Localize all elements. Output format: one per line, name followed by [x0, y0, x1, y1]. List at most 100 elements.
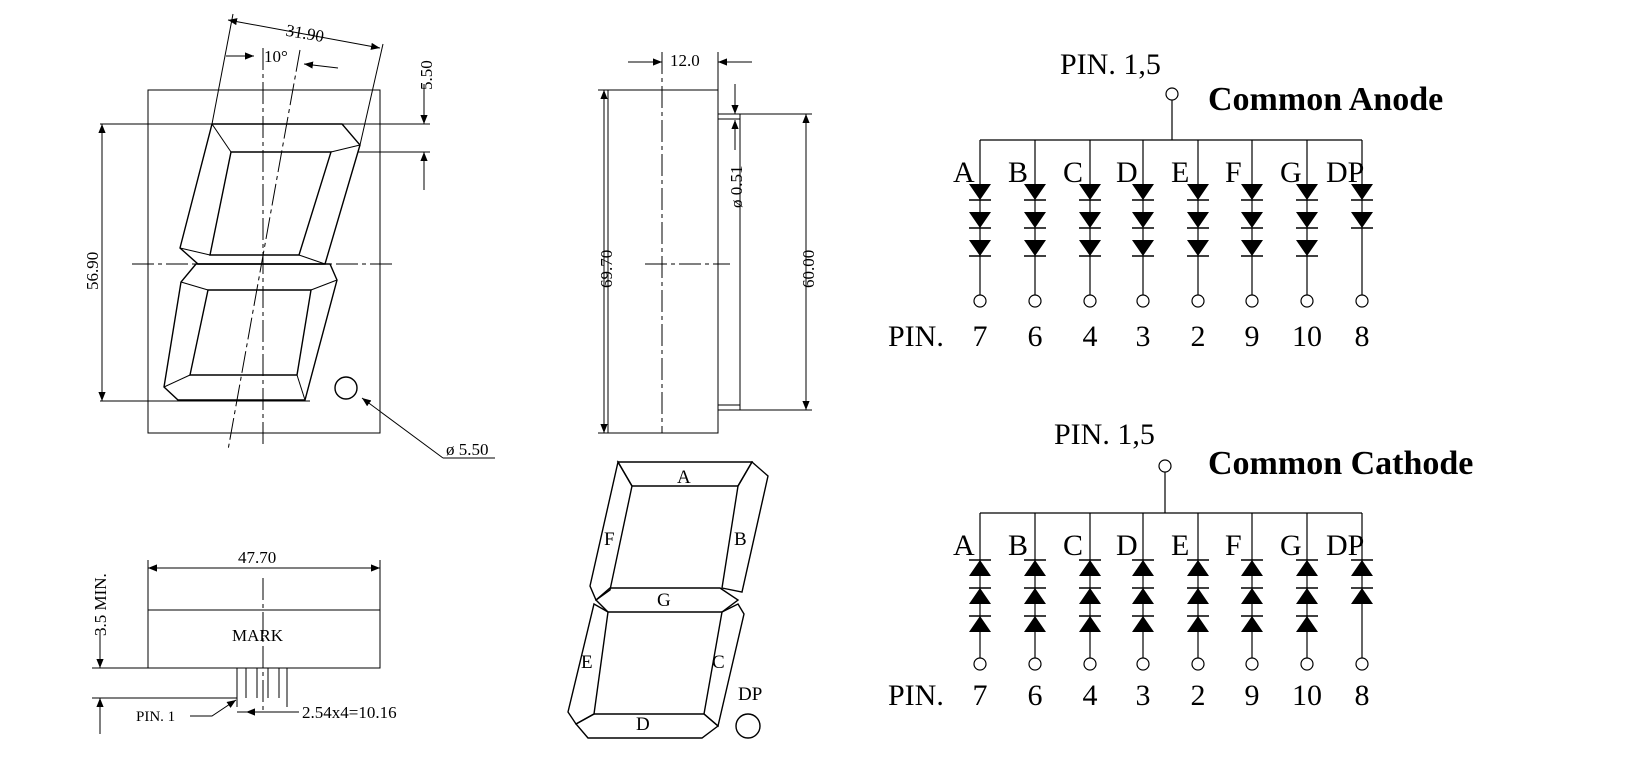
front-width-dim: 31.90	[284, 21, 325, 46]
pin1-label: PIN. 1	[136, 709, 175, 725]
front-height-dim: 56.90	[83, 252, 102, 290]
pin-terminal	[973, 294, 987, 308]
pin-number: 10	[1292, 320, 1322, 353]
diode-g-3	[1296, 240, 1318, 257]
segment-label: DP	[1326, 529, 1364, 562]
diode-a-1	[969, 184, 991, 201]
pin-terminal	[1136, 294, 1150, 308]
channel-f: F9	[1225, 140, 1263, 353]
diode-g-1	[1296, 184, 1318, 201]
channel-b: B6	[1008, 140, 1046, 353]
segment-b	[721, 460, 769, 593]
channel-c: C4	[1063, 513, 1101, 712]
diode-b-1	[1024, 559, 1046, 576]
pin-number: 4	[1083, 679, 1098, 712]
segment-label: B	[1008, 156, 1028, 189]
segment-a-label: A	[677, 467, 691, 488]
segment-b-label: B	[734, 529, 747, 550]
pin-terminal	[1355, 294, 1369, 308]
side-height-dim: 69.70	[597, 250, 616, 288]
diode-d-3	[1132, 240, 1154, 257]
segment-map: A B F G E C D DP	[567, 460, 769, 739]
common-pin-terminal	[1158, 459, 1172, 473]
diode-dp-1	[1351, 559, 1373, 576]
diode-f-2	[1241, 587, 1263, 604]
diode-dp-2	[1351, 587, 1373, 604]
diode-e-2	[1187, 212, 1209, 229]
segment-label: D	[1116, 529, 1138, 562]
channel-e: E2	[1171, 140, 1209, 353]
segment-label: B	[1008, 529, 1028, 562]
diode-c-1	[1079, 559, 1101, 576]
pin-number: 9	[1245, 679, 1260, 712]
pin-terminal	[1245, 294, 1259, 308]
diode-g-2	[1296, 212, 1318, 229]
pin-number: 2	[1191, 320, 1206, 353]
segment-label: C	[1063, 156, 1083, 189]
bottom-width-dim: 47.70	[238, 548, 276, 567]
channel-dp: DP8	[1326, 513, 1373, 712]
pin-terminal	[1083, 294, 1097, 308]
diode-e-1	[1187, 184, 1209, 201]
side-pin	[717, 113, 741, 411]
pin-number: 3	[1136, 320, 1151, 353]
upper-digit-outer	[179, 123, 361, 265]
pin-terminal	[1355, 657, 1369, 671]
pin-terminal	[1028, 657, 1042, 671]
pin-number: 6	[1028, 320, 1043, 353]
upper-digit-inner	[209, 151, 332, 256]
lower-digit-outer	[163, 263, 338, 401]
side-pin-span-dim: 60.00	[799, 250, 818, 288]
segment-g-label: G	[657, 590, 671, 611]
diode-e-2	[1187, 587, 1209, 604]
pin-terminal	[1300, 294, 1314, 308]
side-depth-dim: 12.0	[670, 51, 700, 70]
channel-d: D3	[1116, 140, 1154, 353]
mark-label: MARK	[232, 626, 284, 645]
bottom-view: MARK 47.70 3.5 MIN. PIN. 1 2.54x4=10.16	[91, 548, 397, 734]
front-top-offset-dim: 5.50	[417, 60, 436, 90]
diode-e-1	[1187, 559, 1209, 576]
segment-label: F	[1225, 529, 1242, 562]
pin-terminal	[1136, 657, 1150, 671]
schematic-title: Common Anode	[1208, 81, 1443, 118]
front-view: 31.90 10° 5.50 56.90 ø 5.50	[83, 13, 495, 459]
bottom-pin-length-dim: 3.5 MIN.	[91, 573, 110, 636]
pin-terminal	[1245, 657, 1259, 671]
pin-terminal	[1028, 294, 1042, 308]
channel-e: E2	[1171, 513, 1209, 712]
common-pin-label: PIN. 1,5	[1060, 48, 1161, 81]
diode-dp-2	[1351, 212, 1373, 229]
side-body-outline	[607, 89, 719, 434]
segment-label: DP	[1326, 156, 1364, 189]
schematic-title: Common Cathode	[1208, 445, 1473, 482]
pin-terminal	[1300, 657, 1314, 671]
segment-dp	[735, 713, 761, 739]
front-body-outline	[147, 89, 381, 434]
diode-f-3	[1241, 615, 1263, 632]
pin-terminal	[1083, 657, 1097, 671]
pin-number: 8	[1355, 320, 1370, 353]
segment-label: G	[1280, 156, 1302, 189]
channel-b: B6	[1008, 513, 1046, 712]
channel-f: F9	[1225, 513, 1263, 712]
front-dp-diameter-dim: ø 5.50	[446, 440, 489, 459]
diode-dp-1	[1351, 184, 1373, 201]
bottom-body-outline	[147, 609, 381, 669]
diode-c-3	[1079, 240, 1101, 257]
channel-g: G 10	[1280, 140, 1322, 353]
diode-a-2	[969, 212, 991, 229]
diode-c-1	[1079, 184, 1101, 201]
segment-f-label: F	[604, 529, 615, 550]
lower-digit-inner	[189, 289, 312, 376]
diode-b-3	[1024, 240, 1046, 257]
pin-terminal	[1191, 294, 1205, 308]
diode-e-3	[1187, 615, 1209, 632]
diode-c-2	[1079, 212, 1101, 229]
segment-e-label: E	[581, 652, 593, 673]
segment-label: A	[953, 156, 975, 189]
pin-number: 3	[1136, 679, 1151, 712]
diode-d-3	[1132, 615, 1154, 632]
